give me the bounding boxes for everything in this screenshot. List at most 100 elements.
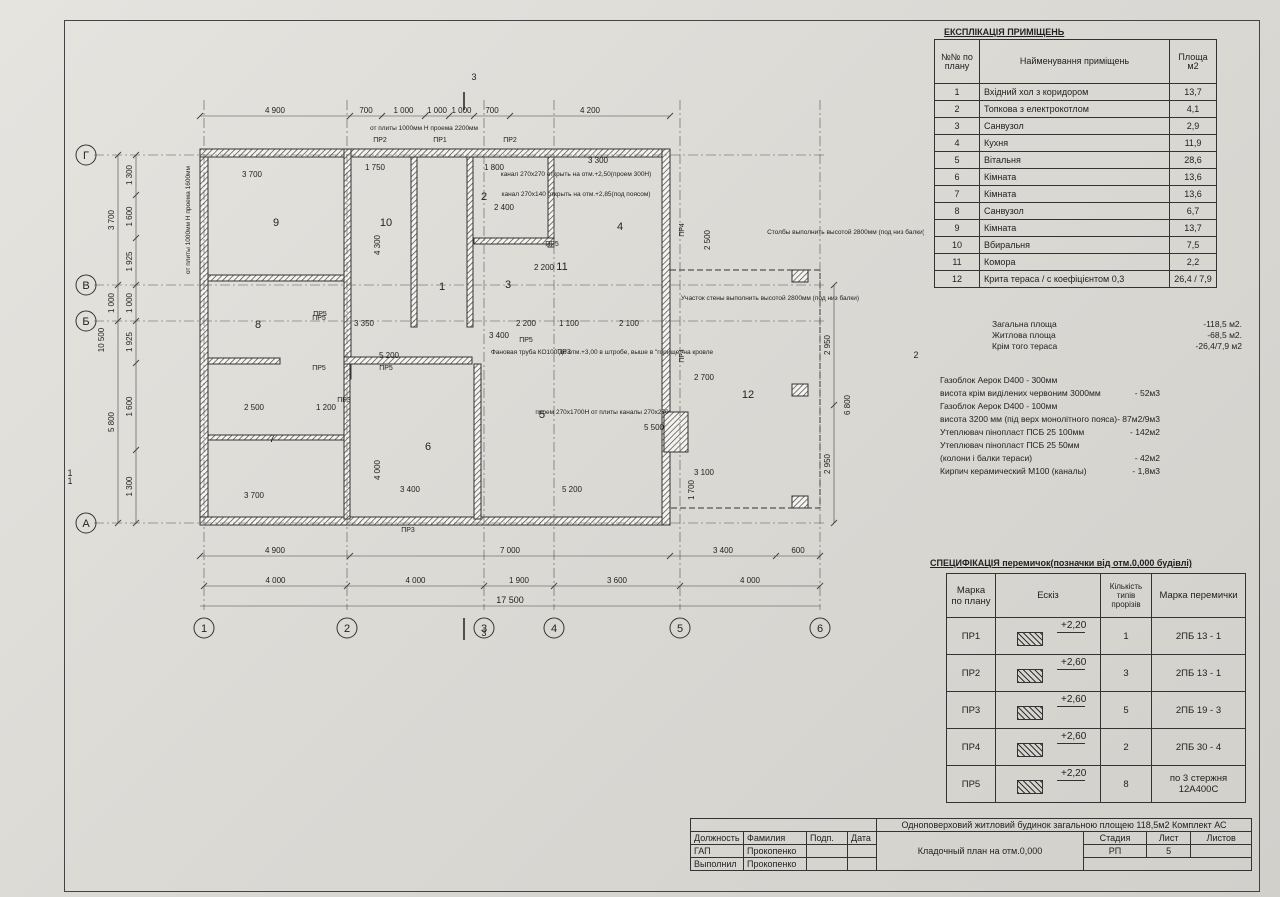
plan-note: Столбы выполнить высотой 2800мм (под низ… xyxy=(767,228,924,236)
axis-circle xyxy=(543,617,565,639)
explication-area: 6,7 xyxy=(1169,202,1217,220)
spec-lintel: по 3 стержня 12А400С xyxy=(1151,765,1246,803)
stamp-head-position: Должность xyxy=(690,831,744,845)
axis-number: 2 xyxy=(344,623,350,635)
explication-table: №№ по плану Найменування приміщень Площа… xyxy=(934,39,1217,288)
inner-dimension: 3 700 xyxy=(244,491,265,500)
dimension-tick xyxy=(200,582,208,590)
explication-num: 3 xyxy=(934,117,980,135)
dimension-tick xyxy=(830,519,838,527)
dimension-tick xyxy=(132,281,140,289)
inner-dimension: 1 200 xyxy=(316,403,337,412)
dimension-value: 1 000 xyxy=(107,292,116,313)
dimension-value: 1 000 xyxy=(451,106,472,115)
stamp-head-sheets: Листов xyxy=(1190,831,1252,845)
lintel-sketch-drawing: +2,20 xyxy=(1003,620,1093,650)
explication-head-name: Найменування приміщень xyxy=(979,39,1170,84)
axis-letter: В xyxy=(82,280,89,292)
lintel-hatch xyxy=(1017,668,1043,683)
terrace-column xyxy=(791,383,809,397)
spec-count: 8 xyxy=(1100,765,1152,803)
terrace-outline xyxy=(669,269,821,509)
spec-head-lintel: Марка перемички xyxy=(1151,573,1246,618)
material-label: Газоблок Аерок D400 - 100мм xyxy=(940,401,1058,411)
room-number: 6 xyxy=(425,441,431,453)
lintel-level: +2,20 xyxy=(1061,619,1087,631)
total-value: -26,4/7,9 м2 xyxy=(1195,341,1242,351)
stamp-role-1: ГАП xyxy=(690,844,744,858)
dimension-tick xyxy=(470,112,478,120)
lintel-sketch: +2,60 xyxy=(995,728,1101,766)
plan-note: проем 270х1700Н от плиты каналы 270х270 xyxy=(535,409,669,416)
chimney-channels xyxy=(663,411,689,453)
explication-num: 7 xyxy=(934,185,980,203)
axis-number: 1 xyxy=(201,623,207,635)
dimension-tick xyxy=(114,151,122,159)
explication-area: 13,7 xyxy=(1169,83,1217,101)
dimension-tick xyxy=(816,582,824,590)
explication-num: 8 xyxy=(934,202,980,220)
stamp-head-date: Дата xyxy=(847,831,877,845)
level-line xyxy=(1057,705,1085,707)
dimension-tick xyxy=(506,112,514,120)
explication-name: Санвузол xyxy=(979,202,1170,220)
axis-circle xyxy=(336,617,358,639)
title-block: Одноповерховий житловий будинок загально… xyxy=(690,818,1252,871)
lintel-mark: ПР4 xyxy=(679,349,686,363)
explication-num: 9 xyxy=(934,219,980,237)
spec-mark: ПР4 xyxy=(946,728,996,766)
explication-name: Крита тераса / с коефіцієнтом 0,3 xyxy=(979,270,1170,288)
material-label: Газоблок Аерок D400 - 300мм xyxy=(940,375,1058,385)
material-row: Утеплювач пінопласт ПСБ 25 100мм- 142м2 xyxy=(940,426,1160,439)
dimension-value: 1 300 xyxy=(125,164,134,185)
explication-num: 2 xyxy=(934,100,980,118)
project-title: Одноповерховий житловий будинок загально… xyxy=(876,818,1252,832)
plan-note: канал 270х270 открыть на отм.+2,50(проем… xyxy=(501,171,652,178)
lintel-mark: ПР3 xyxy=(337,397,351,404)
stamp-head-sheet: Лист xyxy=(1145,831,1192,845)
inner-dimension: 5 500 xyxy=(644,423,665,432)
room-number: 10 xyxy=(380,217,392,229)
drawing-frame xyxy=(64,20,1260,892)
dimension-tick xyxy=(343,582,351,590)
terrace-column xyxy=(791,495,809,509)
explication-num: 5 xyxy=(934,151,980,169)
wall-segment xyxy=(547,156,555,248)
lintel-mark: ПР5 xyxy=(312,365,326,372)
explication-num: 11 xyxy=(934,253,980,271)
inner-dimension: 1 800 xyxy=(484,163,505,172)
total-row: Загальна площа-118,5 м2. xyxy=(992,319,1242,330)
room-number: 7 xyxy=(269,433,275,445)
dimension-value: 1 925 xyxy=(125,331,134,352)
explication-title: ЕКСПЛІКАЦІЯ ПРИМІЩЕНЬ xyxy=(944,27,1065,37)
level-line xyxy=(1057,742,1085,744)
material-row: Газоблок Аерок D400 - 300мм xyxy=(940,374,1160,387)
inner-dimension: 5 200 xyxy=(379,351,400,360)
total-row: Житлова площа-68,5 м2. xyxy=(992,330,1242,341)
inner-dimension: 2 200 xyxy=(534,263,555,272)
axis-letter: Б xyxy=(82,316,89,328)
lintel-mark: ПР5 xyxy=(379,365,393,372)
wall-segment xyxy=(343,363,351,520)
explication-area: 13,7 xyxy=(1169,219,1217,237)
lintel-sketch: +2,60 xyxy=(995,654,1101,692)
material-row: (колони і балки тераси)- 42м2 xyxy=(940,452,1160,465)
axis-circle xyxy=(75,274,97,296)
material-label: Кирпич керамический М100 (каналы) xyxy=(940,466,1087,476)
stamp-sheets xyxy=(1190,844,1252,858)
dimension-tick xyxy=(666,552,674,560)
lintel-sketch: +2,20 xyxy=(995,617,1101,655)
lintel-specification-table: Марка по плану Ескіз Кількість типів про… xyxy=(946,573,1246,803)
explication-name: Кімната xyxy=(979,168,1170,186)
level-line xyxy=(1057,779,1085,781)
inner-dimension: 4 300 xyxy=(373,234,382,255)
explication-area: 13,6 xyxy=(1169,185,1217,203)
axis-circle xyxy=(193,617,215,639)
level-line xyxy=(1057,631,1085,633)
